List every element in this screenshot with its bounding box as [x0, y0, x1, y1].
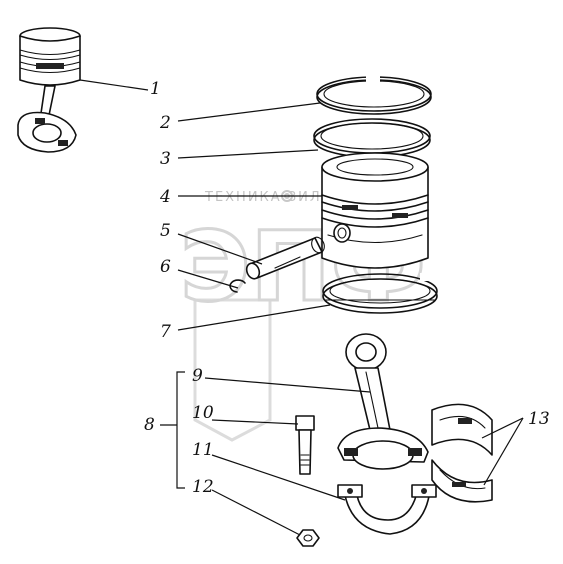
callout-4: 4: [159, 187, 171, 207]
compression-ring-lower: [313, 118, 431, 158]
compression-ring-upper: [316, 74, 432, 115]
piston: [321, 152, 429, 269]
callout-8: 8: [144, 415, 155, 435]
watermark-text: ТЕХНИКА ЗИЛ: [204, 190, 322, 205]
callout-3: 3: [160, 149, 171, 169]
connecting-rod-bolt: [295, 415, 315, 475]
callout-12: 12: [192, 477, 214, 497]
callout-11: 11: [192, 440, 214, 460]
callout-2: 2: [159, 113, 171, 133]
rod-nut: [296, 529, 320, 547]
callout-6: 6: [160, 257, 171, 277]
callout-5: 5: [160, 221, 171, 241]
leader-lines: [79, 79, 524, 536]
callout-9: 9: [192, 366, 203, 386]
piston-pin: [245, 236, 325, 280]
bearing-shells: [431, 403, 493, 503]
oil-control-ring: [322, 273, 438, 314]
retaining-ring: [229, 279, 246, 293]
connecting-rod: [337, 333, 429, 470]
assembled-piston-thumbnail: [17, 27, 81, 153]
callout-13: 13: [528, 409, 550, 429]
connecting-rod-cap: [337, 484, 437, 535]
callout-1: 1: [150, 79, 161, 99]
callout-10: 10: [192, 403, 214, 423]
callout-labels: 1 2 3 4 5 6 7 8 9 10 11 12 13: [144, 79, 550, 497]
callout-7: 7: [160, 322, 171, 342]
